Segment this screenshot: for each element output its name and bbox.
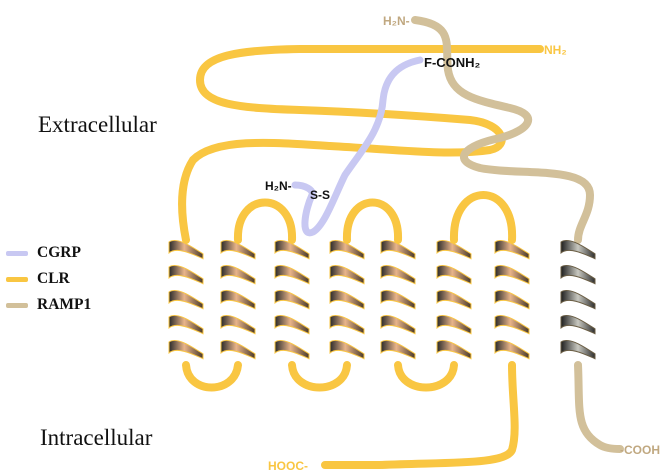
helix-turn: [436, 315, 472, 335]
helix-turn: [494, 340, 530, 360]
helix-turn: [436, 240, 472, 260]
helix-turn: [560, 340, 596, 360]
helix-tm1: [168, 240, 204, 360]
cgrp-chain: [291, 56, 424, 237]
legend-swatch-cgrp: [6, 250, 28, 256]
clr-n-terminus-label: -NH₂: [540, 43, 567, 57]
legend-label-cgrp: CGRP: [37, 244, 81, 261]
helix-turn: [168, 315, 204, 335]
helix-tm3: [274, 240, 310, 360]
clr-chain: [178, 45, 544, 469]
helix-turn: [494, 240, 530, 260]
helix-turn: [168, 290, 204, 310]
helix-turn: [494, 265, 530, 285]
helix-turn: [220, 240, 256, 260]
legend-item-ramp1: RAMP1: [6, 292, 91, 318]
helix-turn: [274, 265, 310, 285]
helix-turn: [220, 340, 256, 360]
legend-label-clr: CLR: [37, 270, 70, 287]
helix-turn: [168, 240, 204, 260]
helix-turn: [168, 265, 204, 285]
helix-turn: [168, 340, 204, 360]
clr-intracellular-loop-2: [288, 361, 351, 392]
helix-turn: [560, 265, 596, 285]
helix-tm7: [494, 240, 530, 360]
helix-turn: [220, 265, 256, 285]
helix-turn: [380, 340, 416, 360]
helix-turn: [274, 240, 310, 260]
helix-turn: [380, 290, 416, 310]
helix-turn: [274, 290, 310, 310]
helix-tm6: [436, 240, 472, 360]
helix-turn: [329, 315, 365, 335]
helix-turn: [380, 265, 416, 285]
ramp1-chain: [411, 16, 624, 453]
legend-swatch-ramp1: [6, 302, 28, 308]
helix-turn: [494, 315, 530, 335]
helix-turn: [220, 290, 256, 310]
clr-extracellular-loop-3: [449, 191, 517, 244]
intracellular-label: Intracellular: [40, 425, 153, 450]
disulfide-bond-label: S-S: [310, 188, 330, 202]
ramp1-n-terminus-label: H₂N-: [383, 14, 410, 28]
clr-c-terminus-label: HOOC-: [268, 459, 308, 473]
legend-item-cgrp: CGRP: [6, 240, 91, 266]
helix-turn: [494, 290, 530, 310]
helix-ramp1-tm: [560, 240, 596, 360]
clr-c-terminal-tail: [321, 361, 519, 469]
helix-tm2: [220, 240, 256, 360]
clr-intracellular-loop-1: [182, 361, 242, 392]
legend-label-ramp1: RAMP1: [37, 296, 92, 313]
clr-n-terminal-loop: [178, 45, 544, 244]
ramp1-c-terminal-tail: [574, 361, 624, 453]
helix-turn: [274, 340, 310, 360]
cgrp-peptide: [291, 56, 424, 237]
clr-extracellular-loop-1: [233, 198, 297, 244]
transmembrane-helices: [168, 240, 596, 360]
legend-swatch-clr: [6, 276, 28, 282]
clr-extracellular-loop-2: [342, 198, 403, 244]
helix-turn: [380, 315, 416, 335]
helix-turn: [560, 315, 596, 335]
extracellular-label: Extracellular: [38, 112, 157, 137]
ramp1-c-terminus-label: -COOH: [620, 443, 660, 457]
helix-turn: [560, 240, 596, 260]
ramp1-extracellular-domain: [411, 16, 594, 244]
legend: CGRP CLR RAMP1: [6, 240, 91, 318]
helix-turn: [560, 290, 596, 310]
helix-tm5: [380, 240, 416, 360]
helix-turn: [274, 315, 310, 335]
helix-turn: [220, 315, 256, 335]
helix-turn: [329, 240, 365, 260]
clr-intracellular-loop-3: [394, 361, 458, 392]
helix-turn: [329, 340, 365, 360]
helix-tm4: [329, 240, 365, 360]
helix-turn: [329, 290, 365, 310]
helix-turn: [436, 265, 472, 285]
cgrp-n-terminus-label: H₂N-: [265, 179, 292, 193]
helix-turn: [380, 240, 416, 260]
cgrp-c-terminus-label: F-CONH₂: [424, 55, 481, 70]
helix-turn: [329, 265, 365, 285]
helix-turn: [436, 290, 472, 310]
legend-item-clr: CLR: [6, 266, 91, 292]
helix-turn: [436, 340, 472, 360]
